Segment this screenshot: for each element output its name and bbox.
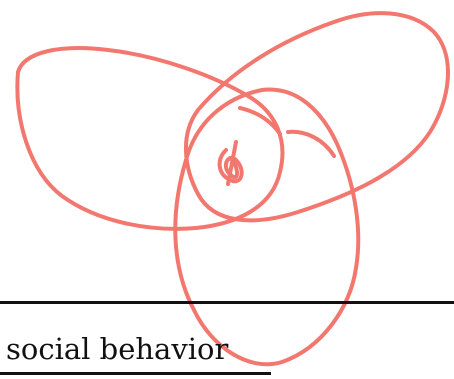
right-loop	[186, 13, 448, 220]
caption-underline	[0, 372, 271, 375]
left-loop	[17, 48, 282, 229]
center-scribble	[220, 142, 242, 184]
inner-arc-b	[288, 132, 334, 156]
caption-label: social behavior	[6, 332, 228, 366]
divider	[0, 301, 454, 304]
